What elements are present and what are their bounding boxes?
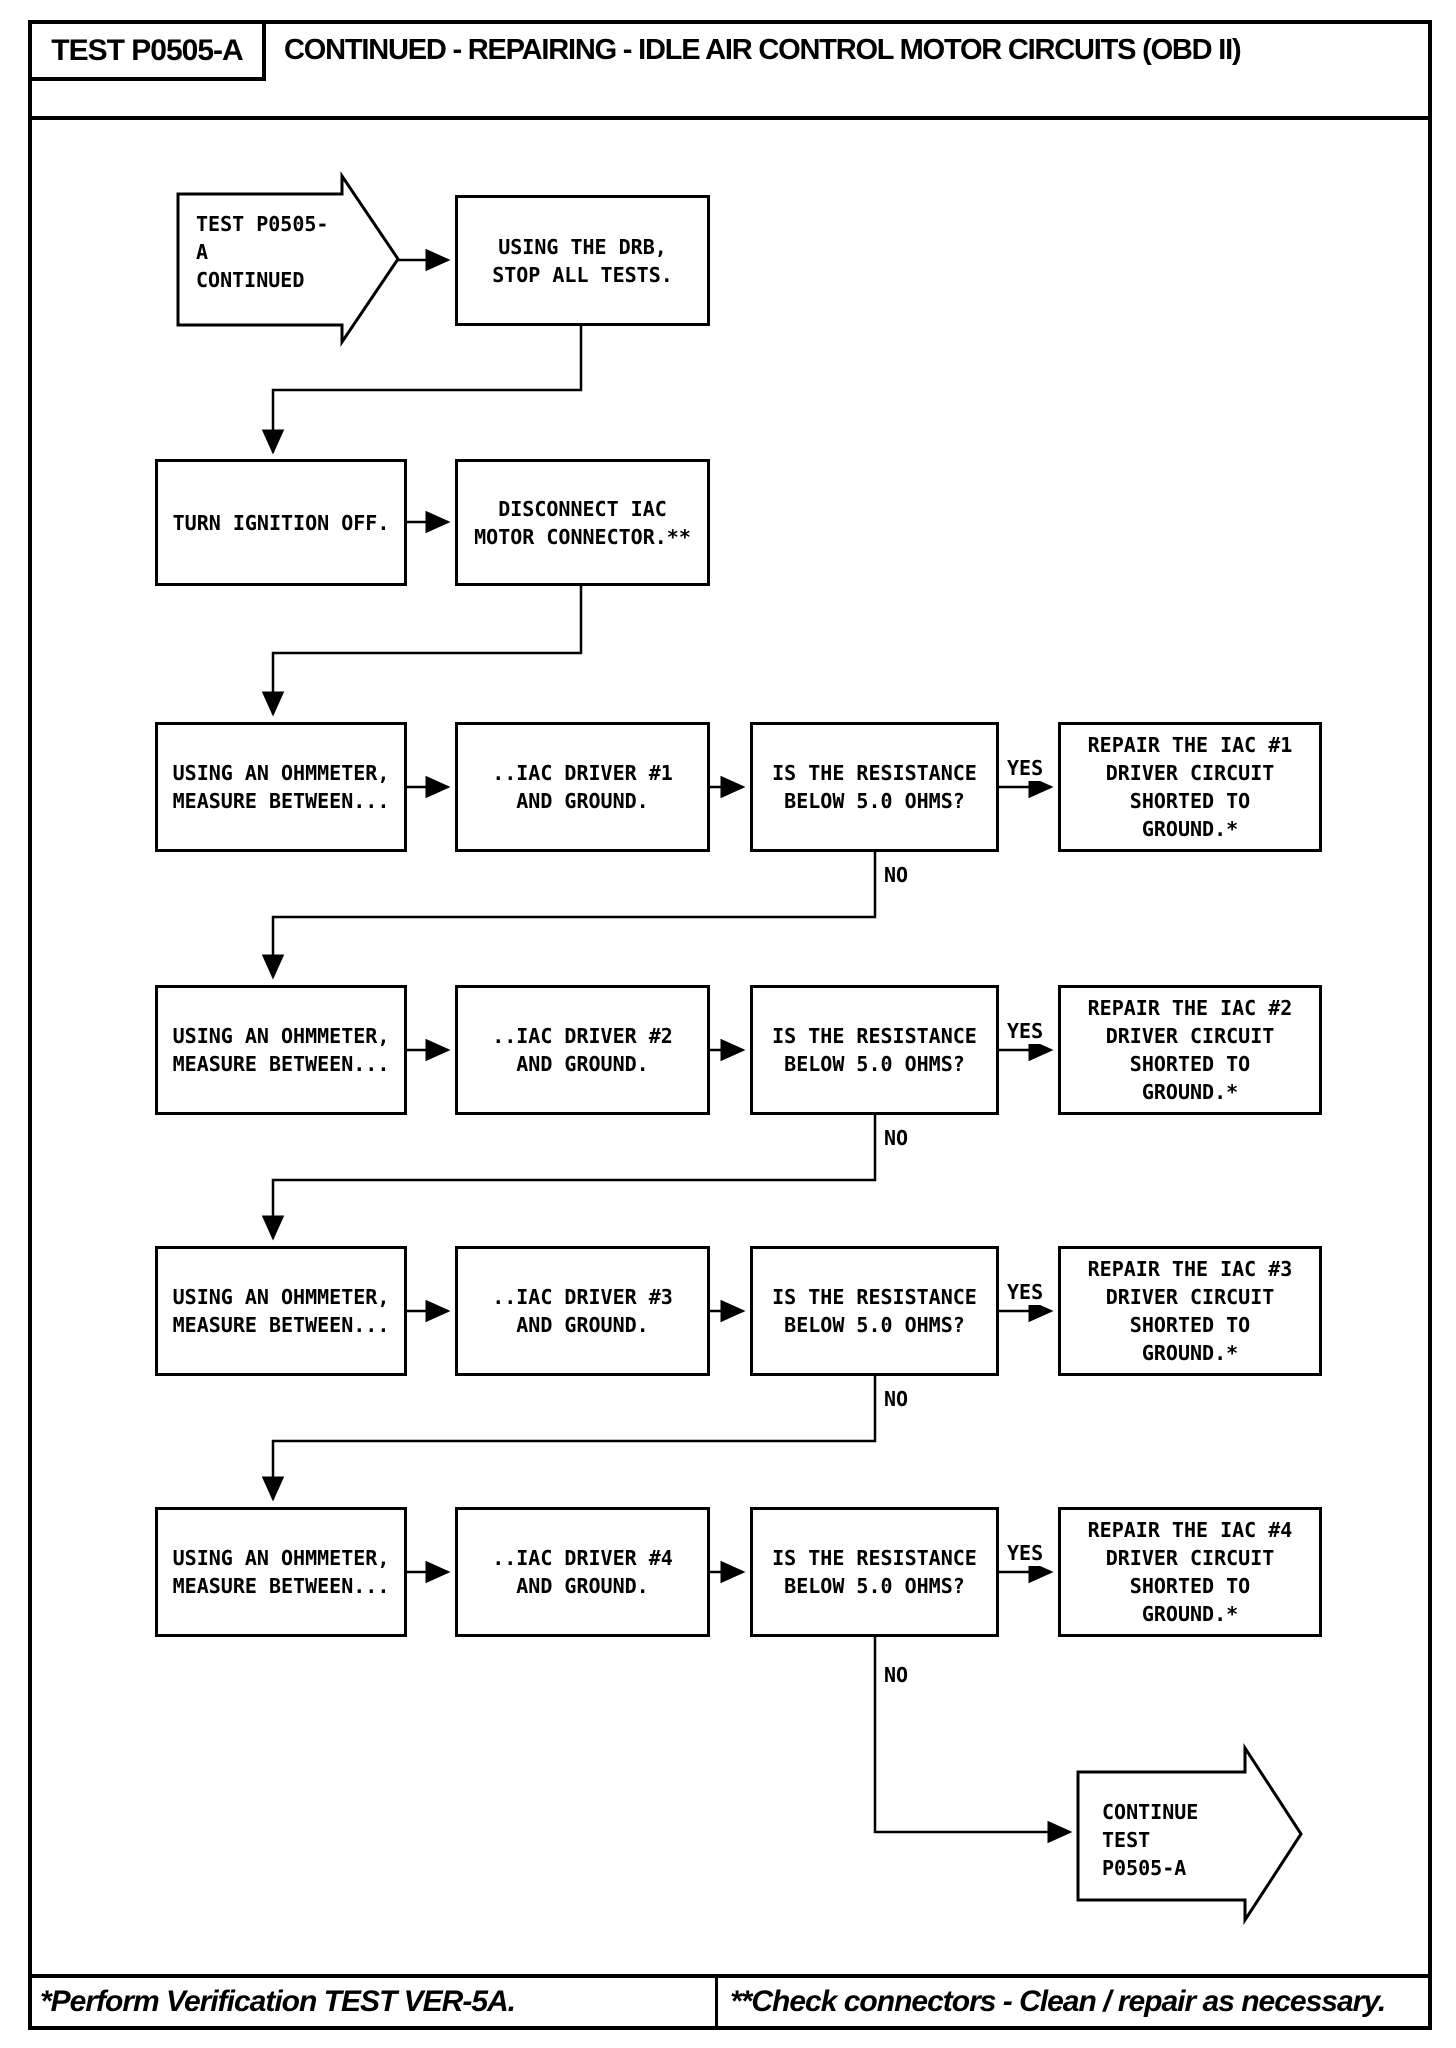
no-label-2: NO <box>882 1125 911 1151</box>
step-measure-2: USING AN OHMMETER, MEASURE BETWEEN... <box>155 985 407 1115</box>
step-stop-tests: USING THE DRB, STOP ALL TESTS. <box>455 195 710 326</box>
yes-label-1: YES <box>1005 755 1046 781</box>
step-ignition-off: TURN IGNITION OFF. <box>155 459 407 586</box>
step-driver-2: ..IAC DRIVER #2 AND GROUND. <box>455 985 710 1115</box>
action-repair-1: REPAIR THE IAC #1 DRIVER CIRCUIT SHORTED… <box>1058 722 1322 852</box>
end-label: CONTINUE TEST P0505-A <box>1102 1800 1199 1880</box>
yes-label-2: YES <box>1005 1018 1046 1044</box>
start-label: TEST P0505-A CONTINUED <box>196 212 329 292</box>
decision-resistance-4: IS THE RESISTANCE BELOW 5.0 OHMS? <box>750 1507 999 1637</box>
no-label-3: NO <box>882 1386 911 1412</box>
test-id-box: TEST P0505-A <box>28 20 266 81</box>
yes-label-4: YES <box>1005 1540 1046 1566</box>
step-measure-1: USING AN OHMMETER, MEASURE BETWEEN... <box>155 722 407 852</box>
decision-resistance-3: IS THE RESISTANCE BELOW 5.0 OHMS? <box>750 1246 999 1376</box>
footer-note-right: **Check connectors - Clean / repair as n… <box>730 1985 1386 2018</box>
test-id-label: TEST P0505-A <box>51 33 243 67</box>
yes-label-3: YES <box>1005 1279 1046 1305</box>
page-title: CONTINUED - REPAIRING - IDLE AIR CONTROL… <box>284 34 1242 66</box>
step-driver-4: ..IAC DRIVER #4 AND GROUND. <box>455 1507 710 1637</box>
end-connector-arrow-shape <box>1076 1742 1303 1926</box>
step-disconnect-iac: DISCONNECT IAC MOTOR CONNECTOR.** <box>455 459 710 586</box>
step-measure-3: USING AN OHMMETER, MEASURE BETWEEN... <box>155 1246 407 1376</box>
footer-note-left: *Perform Verification TEST VER-5A. <box>40 1985 516 2018</box>
step-driver-1: ..IAC DRIVER #1 AND GROUND. <box>455 722 710 852</box>
action-repair-4: REPAIR THE IAC #4 DRIVER CIRCUIT SHORTED… <box>1058 1507 1322 1637</box>
start-connector-arrow-shape <box>176 171 400 347</box>
footer-center-divider <box>715 1978 718 2026</box>
step-driver-3: ..IAC DRIVER #3 AND GROUND. <box>455 1246 710 1376</box>
action-repair-3: REPAIR THE IAC #3 DRIVER CIRCUIT SHORTED… <box>1058 1246 1322 1376</box>
no-label-4: NO <box>882 1662 911 1688</box>
action-repair-2: REPAIR THE IAC #2 DRIVER CIRCUIT SHORTED… <box>1058 985 1322 1115</box>
step-measure-4: USING AN OHMMETER, MEASURE BETWEEN... <box>155 1507 407 1637</box>
no-label-1: NO <box>882 862 911 888</box>
decision-resistance-2: IS THE RESISTANCE BELOW 5.0 OHMS? <box>750 985 999 1115</box>
decision-resistance-1: IS THE RESISTANCE BELOW 5.0 OHMS? <box>750 722 999 852</box>
header-divider <box>28 116 1432 120</box>
footer-top-divider <box>28 1974 1432 1978</box>
